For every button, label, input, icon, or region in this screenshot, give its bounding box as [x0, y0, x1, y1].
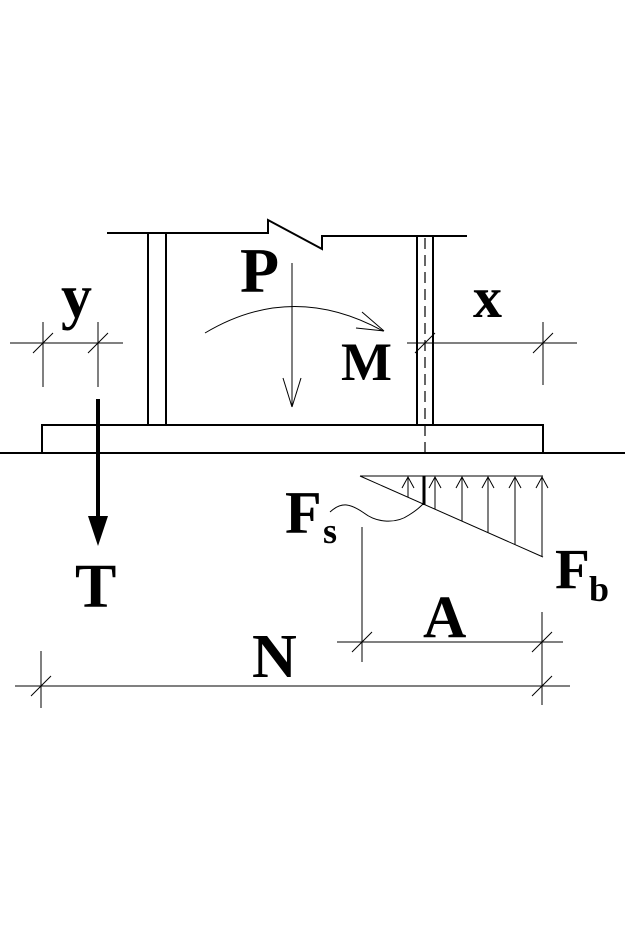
- column-right-flange: [416, 236, 434, 425]
- base-plate: [41, 424, 544, 453]
- bearing-arrow: [401, 475, 415, 497]
- dim-x-label: x: [473, 265, 502, 330]
- moment-label: M: [341, 332, 392, 392]
- column-break-symbol: [107, 218, 467, 251]
- dim-y-label: y: [61, 263, 92, 331]
- moment-arc-arrow: [204, 306, 385, 334]
- dim-n-label: N: [252, 623, 297, 691]
- shear-force-subscript: s: [323, 511, 337, 551]
- bearing-stress-triangle: [359, 475, 544, 558]
- bearing-arrow: [481, 475, 495, 533]
- dimension-y: [10, 322, 123, 387]
- fs-leader-line: [329, 502, 425, 522]
- axial-load-arrow: [282, 263, 302, 408]
- dim-a-label: A: [423, 584, 466, 650]
- column-left-flange: [147, 233, 167, 425]
- bearing-arrow: [455, 475, 469, 521]
- tension-label: T: [75, 553, 116, 621]
- bearing-arrow: [508, 475, 522, 545]
- tension-arrow: [88, 399, 108, 546]
- bearing-force-subscript: b: [589, 569, 609, 609]
- axial-load-label: P: [240, 235, 279, 306]
- dimension-n: [15, 612, 570, 708]
- bearing-force-label: F: [555, 538, 590, 601]
- bearing-arrow: [428, 475, 442, 509]
- bearing-arrow: [535, 475, 549, 556]
- bearing-arrows: [401, 475, 549, 556]
- shear-force-label: F: [285, 480, 322, 546]
- dimension-x: [407, 322, 577, 385]
